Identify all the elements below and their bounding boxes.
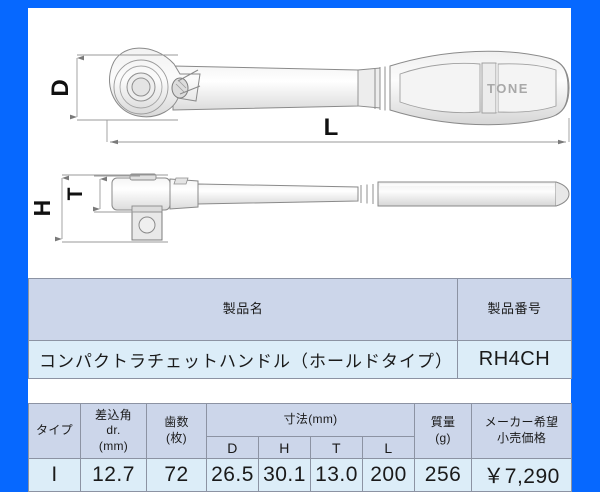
- value-product-name: コンパクトラチェットハンドル（ホールドタイプ）: [28, 340, 458, 379]
- header-mass: 質量 (g): [414, 403, 473, 459]
- table-row: I 12.7 72 26.5 30.1 13.0 200 256 ￥7,290: [28, 458, 573, 492]
- header-price-line1: メーカー希望: [484, 415, 559, 430]
- ratchet-ring-outer: [113, 59, 169, 115]
- header-mass-line2: (g): [435, 431, 451, 445]
- header-teeth-line1: 歯数: [164, 415, 189, 430]
- header-dim-t: T: [310, 436, 363, 459]
- value-drive-angle: 12.7: [80, 458, 147, 492]
- ratchet-ring-mid: [119, 65, 163, 109]
- header-drive-line3: (mm): [98, 438, 129, 453]
- ratchet-drive-boss: [131, 77, 151, 97]
- ratchet-shaft-side: [197, 183, 359, 205]
- value-type: I: [28, 458, 81, 492]
- grip-panel-left: [399, 62, 481, 114]
- tone-brand-logo: TONE: [487, 81, 529, 96]
- dimension-label-l: L: [324, 114, 339, 141]
- handle-end-cap: [555, 60, 570, 116]
- top-view-group: TONE: [109, 47, 570, 126]
- dimension-h: [55, 174, 168, 243]
- product-drawing-panel: TONE D L: [28, 8, 571, 278]
- value-dim-t: 13.0: [310, 458, 363, 492]
- dimension-d: [70, 54, 178, 121]
- value-dim-d: 26.5: [206, 458, 259, 492]
- handle-end-cap-side: [555, 181, 570, 207]
- value-product-number: RH4CH: [457, 340, 572, 379]
- value-price: ￥7,290: [471, 458, 573, 492]
- content-sheet: TONE D L: [28, 8, 573, 492]
- header-price: メーカー希望 小売価格: [471, 403, 573, 459]
- product-name-header-row: 製品名 製品番号: [28, 278, 572, 341]
- dimension-label-t: T: [64, 187, 87, 200]
- header-dim-l: L: [361, 436, 416, 459]
- grip-rings-top: [374, 66, 386, 111]
- dimension-label-d: D: [47, 79, 74, 96]
- value-teeth: 72: [146, 458, 207, 492]
- header-mass-line1: 質量: [430, 415, 456, 430]
- product-name-table: 製品名 製品番号 コンパクトラチェットハンドル（ホールドタイプ） RH4CH: [28, 278, 572, 379]
- header-dim-h: H: [258, 436, 311, 459]
- side-view-group: [111, 173, 570, 241]
- header-type: タイプ: [28, 403, 81, 459]
- reverse-lever-side: [129, 173, 157, 181]
- header-dimensions: 寸法(mm): [205, 403, 416, 437]
- header-teeth: 歯数 (枚): [146, 403, 207, 459]
- header-drive-line2: dr.: [106, 423, 121, 438]
- header-drive-angle: 差込角 dr. (mm): [80, 403, 147, 459]
- grip-panel-right: [497, 63, 557, 113]
- header-product-number: 製品番号: [457, 278, 572, 341]
- ratchet-shaft-top: [172, 65, 377, 111]
- dimension-label-h: H: [29, 200, 55, 217]
- header-price-line2: 小売価格: [496, 431, 547, 445]
- spec-header-row-1: タイプ 差込角 dr. (mm) 歯数 (枚) 寸法(mm) 質量 (g): [28, 403, 573, 459]
- specification-table: タイプ 差込角 dr. (mm) 歯数 (枚) 寸法(mm) 質量 (g): [28, 403, 573, 492]
- drive-ball-detent: [138, 216, 156, 234]
- header-product-name: 製品名: [28, 278, 458, 341]
- value-mass: 256: [414, 458, 473, 492]
- value-dim-l: 200: [361, 458, 416, 492]
- header-drive-line1: 差込角: [95, 407, 132, 422]
- header-dim-d: D: [206, 436, 259, 459]
- header-teeth-line2: (枚): [166, 431, 187, 445]
- value-dim-h: 30.1: [258, 458, 311, 492]
- grip-rings-side: [360, 184, 374, 204]
- dimension-t: [93, 175, 140, 213]
- dimension-l: [106, 118, 570, 145]
- product-name-value-row: コンパクトラチェットハンドル（ホールドタイプ） RH4CH: [28, 340, 572, 379]
